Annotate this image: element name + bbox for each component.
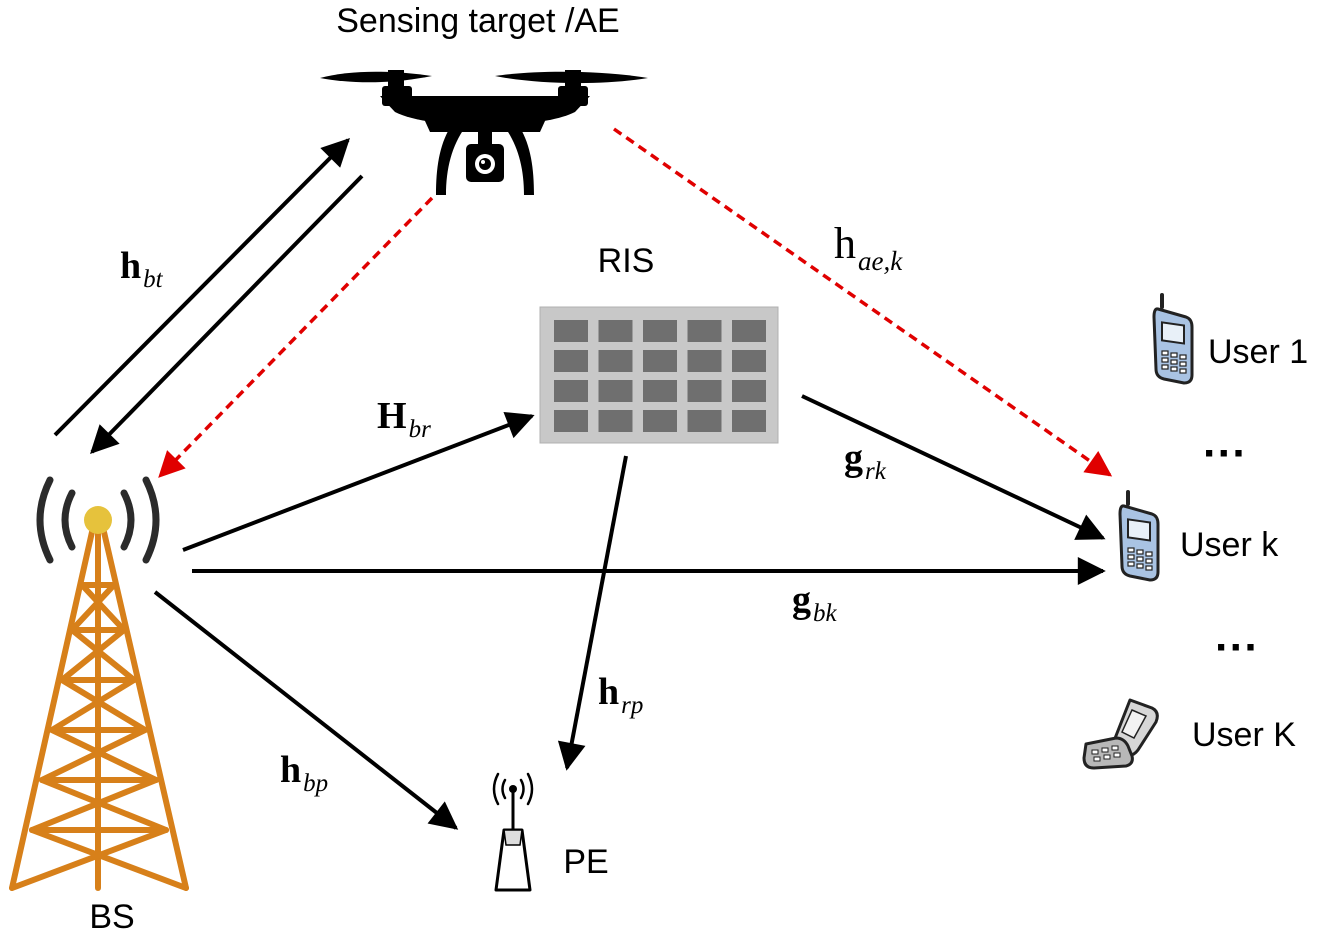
- flip-phone-icon-userK: [1082, 698, 1159, 770]
- userK-label: User K: [1192, 716, 1296, 754]
- channel-label-h-aek: hae,k: [834, 219, 903, 276]
- links: [53, 138, 1106, 830]
- link-bs-to-target: [53, 138, 350, 437]
- ris-element: [598, 350, 633, 372]
- link-ris-to-pe: [557, 455, 628, 771]
- channel-label-H-br: Hbr: [377, 395, 431, 443]
- link-target-to-bs: [90, 174, 364, 455]
- link-bs-to-pe: [153, 590, 459, 830]
- ris-element: [643, 410, 677, 432]
- ris-element: [643, 320, 677, 342]
- link-bs-to-ris: [182, 411, 535, 552]
- ris-label: RIS: [598, 242, 655, 280]
- target-label: Sensing target /AE: [336, 2, 620, 40]
- channel-label-g-bk: gbk: [792, 579, 838, 627]
- ris-panel-icon: [539, 306, 779, 444]
- ris-element: [687, 380, 722, 402]
- ris-element: [554, 410, 588, 432]
- user1-label: User 1: [1208, 333, 1308, 371]
- ris-element: [554, 350, 588, 372]
- channel-label-h-bt: hbt: [120, 245, 164, 293]
- ris-element: [643, 350, 677, 372]
- channel-label-h-bp: hbp: [280, 749, 328, 797]
- ellipsis-upper: ···: [1203, 429, 1247, 478]
- pe-antenna-icon: [492, 772, 534, 892]
- pe-label: PE: [563, 843, 608, 881]
- link-ae-to-userk: [612, 127, 1113, 477]
- ris-element: [554, 320, 588, 342]
- ris-element: [732, 380, 766, 402]
- channel-label-g-rk: grk: [844, 437, 887, 485]
- sensing-links: [158, 127, 1113, 478]
- ris-element: [554, 380, 588, 402]
- ris-element: [643, 380, 677, 402]
- phone-icon-userk: [1118, 490, 1160, 582]
- tower-icon: [9, 476, 189, 891]
- userk-label: User k: [1180, 526, 1279, 564]
- ris-element: [732, 410, 766, 432]
- ellipsis-lower: ···: [1215, 623, 1259, 672]
- link-target-to-bs-sensing: [158, 196, 434, 478]
- ris-element: [687, 410, 722, 432]
- ris-element: [732, 320, 766, 342]
- ris-element: [598, 320, 633, 342]
- channel-label-h-rp: hrp: [598, 671, 643, 719]
- ris-element: [732, 350, 766, 372]
- radio-waves-icon: [36, 476, 160, 564]
- ris-element: [687, 350, 722, 372]
- phone-icon-user1: [1152, 293, 1194, 385]
- ris-element: [598, 410, 633, 432]
- bs-label: BS: [89, 898, 134, 936]
- tower-lamp-icon: [84, 506, 112, 534]
- link-ris-to-userk: [801, 394, 1106, 540]
- ris-element: [598, 380, 633, 402]
- ris-element-grid: [554, 320, 766, 432]
- drone-icon: [320, 70, 648, 195]
- ris-element: [687, 320, 722, 342]
